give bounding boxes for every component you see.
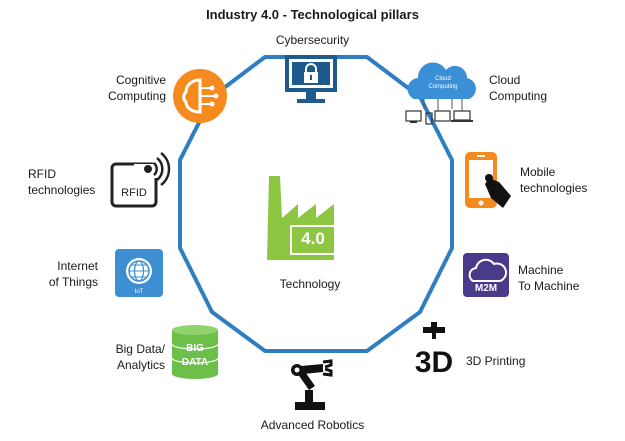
iot-icon-text: IoT: [135, 289, 144, 295]
3d-printer-icon: 3D: [415, 322, 453, 379]
center-label: Technology: [279, 277, 341, 291]
pillar-label-robotics: Advanced Robotics: [260, 418, 365, 432]
pillar-label-iot: Internet of Things: [48, 259, 98, 289]
rfid-tag-icon: RFID: [110, 152, 171, 208]
pillar-label-m2m: Machine To Machine: [518, 263, 580, 293]
pillar-label-mobile: Mobile technologies: [520, 165, 588, 195]
pillar-label-cognitive: Cognitive Computing: [107, 73, 166, 103]
cloud-computing-icon: Cloud Computing: [405, 62, 476, 125]
robot-arm-icon: [291, 359, 333, 410]
rfid-icon-text: RFID: [121, 187, 147, 199]
3d-icon-text: 3D: [415, 346, 453, 379]
pillar-label-cybersecurity: Cybersecurity: [275, 33, 350, 47]
brain-circuit-icon: [173, 69, 227, 123]
monitor-lock-icon: [285, 55, 337, 103]
cloud-icon-text-1: Cloud: [435, 76, 451, 82]
m2m-cloud-icon: M2M: [463, 253, 509, 297]
m2m-icon-text: M2M: [475, 283, 497, 294]
pillar-label-printing: 3D Printing: [466, 354, 526, 368]
database-icon: BIG DATA: [171, 325, 219, 379]
pillar-label-cloud: Cloud Computing: [489, 73, 548, 103]
pillar-label-bigdata: Big Data/ Analytics: [115, 342, 165, 372]
diagram-title: Industry 4.0 - Technological pillars: [206, 7, 419, 22]
center-badge: 4.0: [301, 229, 325, 248]
factory-icon: [267, 176, 336, 260]
bigdata-icon-text-2: DATA: [182, 357, 208, 368]
smartphone-touch-icon: [465, 152, 511, 208]
bigdata-icon-text-1: BIG: [186, 343, 204, 354]
iot-globe-icon: IoT: [115, 249, 163, 297]
cloud-icon-text-2: Computing: [428, 84, 457, 90]
pillar-label-rfid: RFID technologies: [28, 167, 96, 197]
